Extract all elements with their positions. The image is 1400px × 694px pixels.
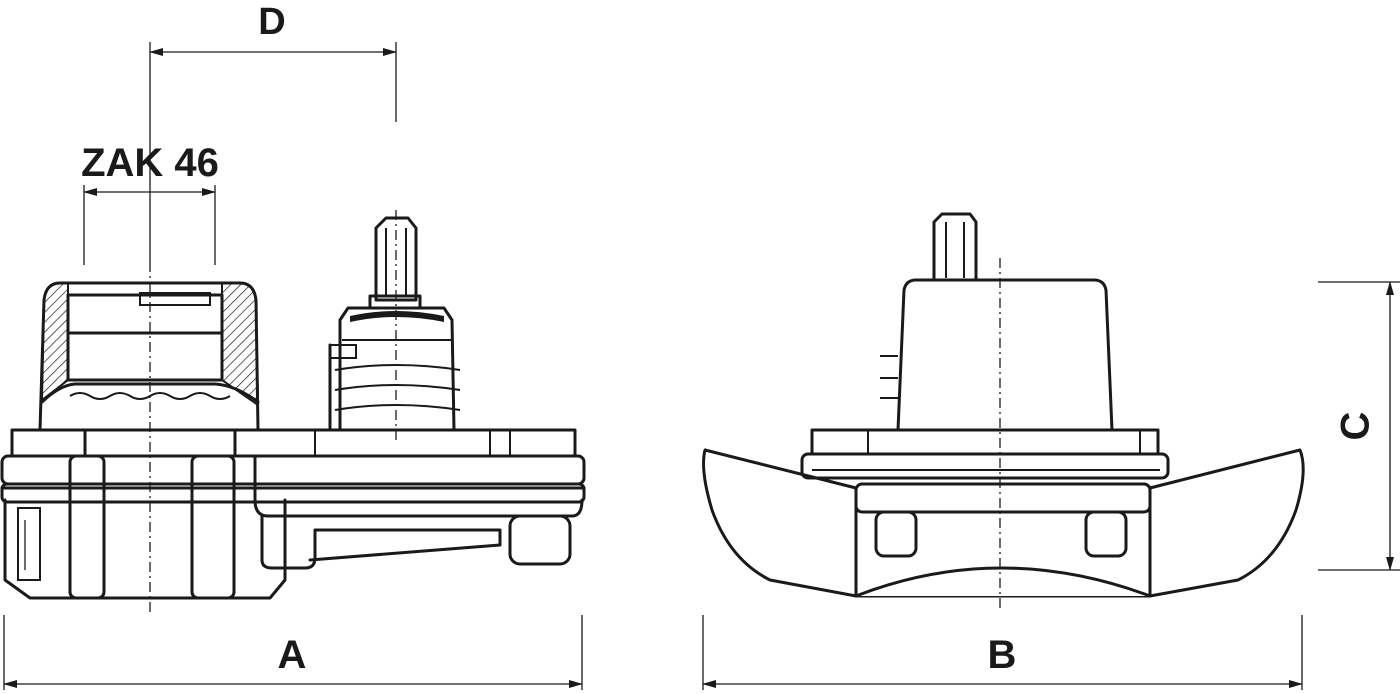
side-view xyxy=(0,216,586,600)
front-view xyxy=(702,212,1305,598)
front-base-arc xyxy=(854,566,1152,598)
label-d: D xyxy=(258,1,285,43)
wing-left xyxy=(702,448,858,598)
spring-coils xyxy=(334,364,461,411)
collar-left xyxy=(10,428,87,458)
dimension-d xyxy=(149,42,397,262)
front-flange xyxy=(800,452,1170,480)
wing-right xyxy=(1148,448,1305,598)
dimension-zak xyxy=(83,185,216,265)
base-body-left xyxy=(3,498,287,600)
lower-right-body xyxy=(253,454,584,518)
base-inner-slot xyxy=(17,507,41,581)
dimension-a xyxy=(3,615,583,690)
flange-plate xyxy=(0,454,586,486)
cap-hatch-right xyxy=(221,282,260,407)
front-collar xyxy=(810,428,1160,456)
dimension-b xyxy=(702,615,1303,690)
label-a: A xyxy=(278,633,307,677)
dimension-c xyxy=(1318,281,1400,571)
cap-hatch-left xyxy=(40,282,69,403)
clip-left xyxy=(68,454,106,600)
valve-pin xyxy=(374,216,418,302)
front-pin xyxy=(932,212,978,282)
spring-housing xyxy=(338,306,456,432)
front-cap xyxy=(896,278,1114,432)
flange-lower xyxy=(0,482,586,504)
label-zak: ZAK 46 xyxy=(81,141,219,185)
label-b: B xyxy=(988,633,1017,677)
label-c: C xyxy=(1334,412,1378,441)
clip-right xyxy=(190,454,236,600)
